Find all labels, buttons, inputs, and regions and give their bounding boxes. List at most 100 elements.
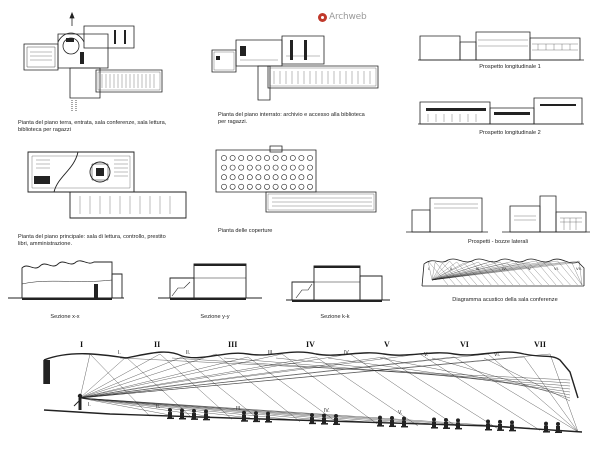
seat: [509, 429, 516, 432]
section-yy-drawing: [158, 262, 262, 300]
roof-caption: Pianta delle coperture: [218, 228, 273, 234]
section-yy-caption: Sezione y-y: [200, 314, 230, 320]
sound-ray: [80, 354, 160, 398]
audience-member: [486, 419, 490, 424]
acoustic-sub-label: II.: [186, 350, 191, 356]
elevation-2-drawing: [418, 96, 584, 126]
acoustic-zone-label: I: [80, 340, 84, 349]
seat: [497, 429, 504, 431]
sound-ray: [432, 261, 493, 280]
sound-ray: [80, 398, 330, 421]
seat: [241, 420, 248, 422]
sound-ray: [488, 354, 578, 432]
seat: [191, 418, 198, 420]
skylight: [273, 155, 278, 160]
seat: [309, 422, 316, 425]
sound-ray: [80, 357, 316, 398]
audience-member: [266, 415, 270, 422]
skylight: [299, 165, 304, 170]
audience-member: [204, 409, 208, 414]
skylight: [221, 184, 226, 189]
skylight: [273, 184, 278, 189]
sound-ray: [380, 358, 570, 395]
skylight: [247, 155, 252, 160]
audience-member: [444, 417, 448, 422]
acoustic-floor-label: V.: [398, 410, 403, 416]
audience-member: [322, 413, 326, 418]
acoustic-small-label: III.: [476, 266, 480, 271]
sound-ray: [80, 398, 410, 424]
sound-ray: [80, 357, 248, 398]
skylight: [239, 184, 244, 189]
skylight: [307, 165, 312, 170]
skylight: [221, 155, 226, 160]
acoustic-diagram-large: [30, 340, 590, 434]
seat: [431, 427, 438, 429]
acoustic-small-label: VII.: [576, 266, 582, 271]
audience-member: [310, 417, 314, 424]
audience-member: [510, 420, 514, 425]
sound-ray: [80, 354, 550, 398]
acoustic-small-label: IV.: [502, 266, 507, 271]
skylight: [290, 155, 295, 160]
acoustic-zone-label: VII: [534, 340, 547, 349]
acoustic-sub-label: VI.: [494, 352, 501, 358]
acoustic-small-label: II.: [450, 266, 453, 271]
audience-member: [556, 422, 560, 427]
acoustic-floor-label: I.: [88, 402, 91, 408]
sound-ray: [432, 261, 450, 280]
skylight: [256, 165, 261, 170]
audience-member: [378, 415, 382, 420]
audience-member: [432, 417, 436, 422]
sound-ray: [493, 261, 513, 285]
seat: [167, 417, 174, 420]
audience-member: [168, 408, 172, 413]
sound-ray: [428, 261, 432, 280]
sound-ray: [80, 398, 170, 415]
acoustic-zone-label: V: [384, 340, 390, 349]
brand-name: Archweb: [329, 12, 367, 22]
seat: [455, 427, 462, 430]
sound-ray: [536, 261, 556, 285]
sound-ray: [80, 354, 90, 398]
skylight: [221, 175, 226, 180]
skylight: [230, 175, 235, 180]
sound-ray: [432, 262, 457, 280]
seat: [265, 421, 272, 423]
skylight: [221, 165, 226, 170]
skylight: [247, 175, 252, 180]
sound-ray: [80, 357, 384, 398]
sound-ray: [529, 263, 549, 285]
sound-ray: [80, 398, 490, 427]
main-floor-caption: Pianta del piano principale: sala di let…: [18, 234, 166, 247]
sound-ray: [80, 357, 182, 398]
sound-ray: [550, 263, 570, 285]
skylight: [239, 175, 244, 180]
sound-ray: [478, 262, 498, 285]
skylight: [247, 184, 252, 189]
skylight: [299, 155, 304, 160]
sound-ray: [420, 354, 540, 430]
sound-ray: [80, 398, 210, 416]
skylight: [290, 184, 295, 189]
acoustic-small-label: V.: [528, 266, 531, 271]
audience-member: [498, 419, 502, 424]
sound-ray: [565, 262, 582, 285]
sound-ray: [432, 358, 570, 398]
audience-member: [402, 420, 406, 427]
sound-ray: [80, 398, 530, 428]
acoustic-small-label: l.: [428, 266, 430, 271]
audience-member: [498, 423, 502, 430]
sound-ray: [80, 354, 488, 398]
sound-ray: [80, 398, 250, 418]
elevation-1-drawing: [418, 28, 584, 62]
sound-ray: [80, 357, 126, 398]
sound-ray: [432, 262, 522, 280]
side-elevations-caption: Prospetti - bozze laterali: [467, 239, 528, 245]
audience-member: [444, 421, 448, 428]
sound-ray: [80, 398, 450, 425]
audience-member: [510, 424, 514, 431]
sound-ray: [558, 261, 578, 285]
audience-member: [242, 414, 246, 421]
